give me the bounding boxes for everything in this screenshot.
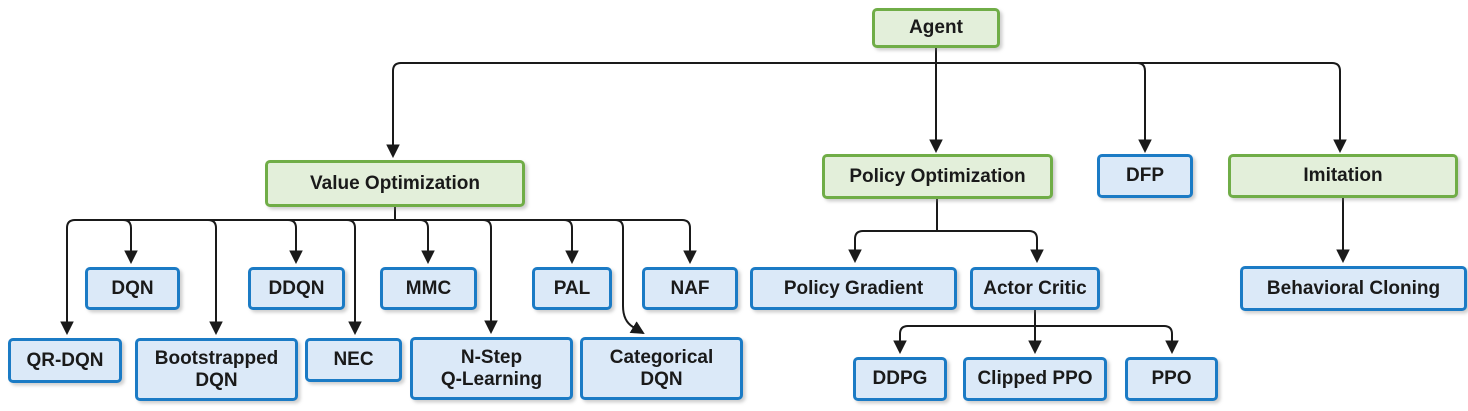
connector-policy-optimization-to-actor-critic — [937, 230, 1044, 264]
node-n-step-q-learning: N-Step Q-Learning — [410, 337, 573, 400]
node-ddqn: DDQN — [248, 267, 345, 310]
node-dfp: DFP — [1097, 154, 1193, 198]
node-bootstrapped-dqn: Bootstrapped DQN — [135, 338, 298, 401]
connector-value-optimization-to-n-step-q-learning — [482, 219, 498, 335]
node-naf: NAF — [642, 267, 738, 310]
node-clipped-ppo: Clipped PPO — [963, 357, 1107, 401]
node-policy-gradient: Policy Gradient — [750, 267, 957, 310]
connector-value-optimization-to-dqn — [122, 219, 138, 265]
connector-value-optimization-to-categorical-dqn — [614, 219, 645, 335]
connector-agent-to-imitation — [936, 62, 1347, 154]
connector-agent-to-value-optimization — [386, 62, 936, 159]
node-ppo: PPO — [1125, 357, 1218, 401]
node-behavioral-cloning: Behavioral Cloning — [1240, 266, 1467, 311]
connector-value-optimization-to-mmc — [419, 219, 435, 265]
connector-value-optimization-rail — [66, 219, 691, 229]
connector-actor-critic-to-ddpg — [893, 325, 1035, 355]
connector-value-optimization-to-pal — [563, 219, 579, 265]
node-policy-optimization: Policy Optimization — [822, 154, 1053, 199]
connector-policy-optimization-to-policy-gradient — [848, 230, 937, 264]
node-nec: NEC — [305, 338, 402, 382]
node-categorical-dqn: Categorical DQN — [580, 337, 743, 400]
connector-value-optimization-to-bootstrapped-dqn — [207, 219, 223, 336]
node-value-optimization: Value Optimization — [265, 160, 525, 207]
node-mmc: MMC — [380, 267, 477, 310]
node-qr-dqn: QR-DQN — [8, 338, 122, 383]
node-actor-critic: Actor Critic — [970, 267, 1100, 310]
node-pal: PAL — [532, 267, 612, 310]
connector-value-optimization-to-ddqn — [287, 219, 303, 265]
connector-actor-critic-to-ppo — [1035, 325, 1179, 355]
node-imitation: Imitation — [1228, 154, 1458, 198]
node-ddpg: DDPG — [853, 357, 947, 401]
node-agent: Agent — [872, 8, 1000, 48]
node-dqn: DQN — [85, 267, 180, 310]
connector-agent-to-dfp — [936, 62, 1152, 154]
connector-value-optimization-to-nec — [346, 219, 362, 336]
